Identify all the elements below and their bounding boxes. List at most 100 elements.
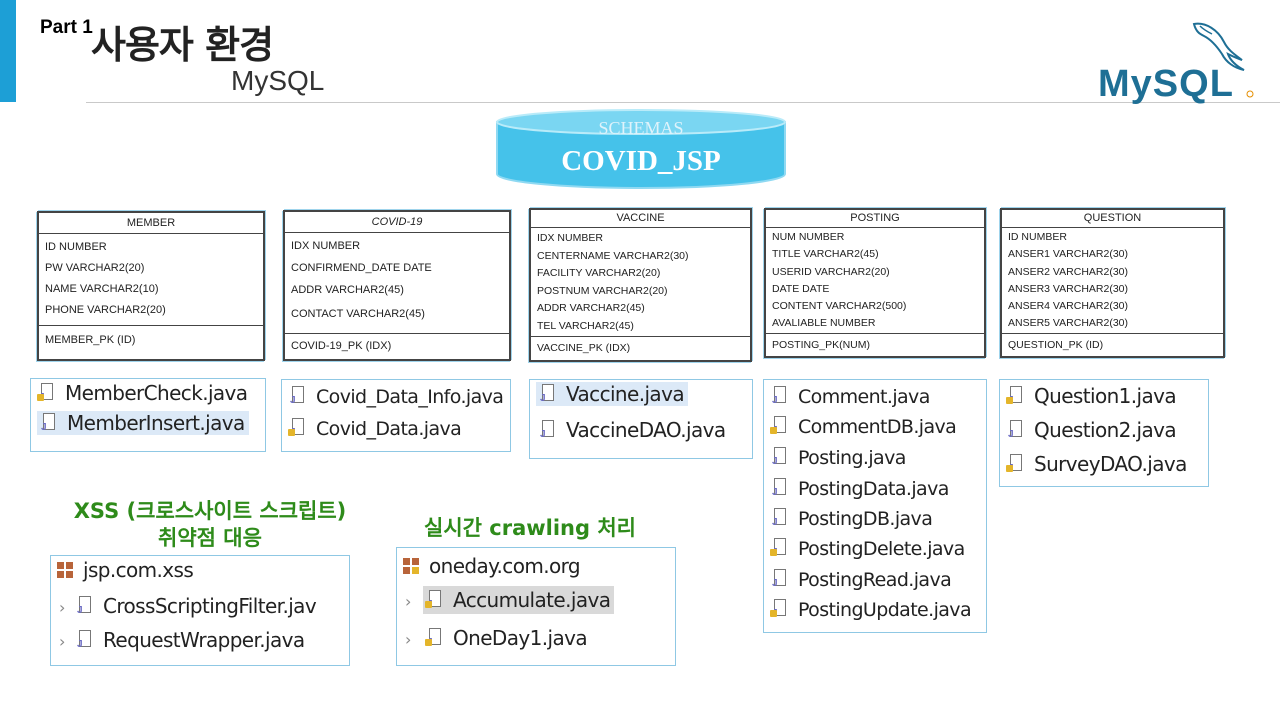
java-file-icon: J (540, 384, 558, 404)
table-key: COVID-19_PK (IDX) (285, 333, 509, 358)
package-name: oneday.com.org (429, 554, 581, 578)
xss-caption-line2: 취약점 대응 (158, 526, 262, 550)
java-file-icon: J (772, 447, 790, 467)
schema-name: COVID_JSP (561, 145, 721, 177)
xss-caption-line1: XSS (크로스사이트 스크립트) (73, 499, 347, 523)
table-field: ID NUMBER (1008, 231, 1067, 243)
table-key: VACCINE_PK (IDX) (531, 336, 750, 359)
package-icon (403, 558, 421, 576)
table-member: MEMBER ID NUMBER PW VARCHAR2(20) NAME VA… (37, 211, 265, 361)
file-name: CommentDB.java (798, 416, 957, 438)
table-name: MEMBER (39, 213, 263, 234)
file-item[interactable]: J CommentDB.java (770, 416, 957, 438)
file-item[interactable]: J PostingData.java (772, 478, 949, 500)
file-item[interactable]: › JAccumulate.java (405, 586, 615, 614)
page-subtitle: MySQL (231, 65, 325, 96)
file-name: CrossScriptingFilter.jav (103, 594, 317, 618)
file-name: PostingUpdate.java (798, 599, 972, 621)
file-name: MemberCheck.java (65, 381, 248, 405)
table-field: AVALIABLE NUMBER (772, 317, 876, 330)
accent-bar (0, 0, 16, 102)
table-field: CONFIRMEND_DATE DATE (291, 262, 432, 274)
table-field: TITLE VARCHAR2(45) (772, 248, 879, 261)
table-field: ID NUMBER (45, 241, 107, 253)
table-field: ANSER4 VARCHAR2(30) (1008, 300, 1129, 313)
logo-text: MySQL (1098, 63, 1234, 104)
table-field: CENTERNAME VARCHAR2(30) (537, 249, 689, 262)
table-name: COVID-19 (285, 212, 509, 233)
header-divider (86, 102, 1280, 103)
file-item[interactable]: ›JOneDay1.java (405, 626, 591, 650)
java-file-icon: J (1006, 386, 1026, 406)
file-name: PostingData.java (798, 478, 949, 500)
table-key: QUESTION_PK (ID) (1002, 333, 1223, 356)
java-file-icon: J (1006, 454, 1026, 474)
java-file-icon: J (772, 478, 790, 498)
table-posting: POSTING NUM NUMBER TITLE VARCHAR2(45) US… (764, 208, 986, 358)
chevron-right-icon[interactable]: › (405, 592, 411, 611)
part-label: Part 1 (40, 17, 93, 38)
file-name: VaccineDAO.java (566, 418, 726, 442)
java-file-icon: J (772, 508, 790, 528)
table-field: IDX NUMBER (291, 240, 361, 252)
crawl-caption: 실시간 crawling 처리 (424, 516, 636, 540)
file-item[interactable]: J PostingDB.java (772, 508, 933, 530)
schema-cylinder (496, 109, 786, 189)
file-item[interactable]: J MemberCheck.java (37, 381, 248, 405)
table-field: NAME VARCHAR2(10) (45, 283, 159, 295)
table-question: QUESTION ID NUMBER ANSER1 VARCHAR2(30) A… (1000, 208, 1225, 358)
java-file-icon: J (772, 569, 790, 589)
java-file-icon: J (37, 383, 57, 403)
page-title: 사용자 환경 (91, 23, 274, 67)
file-name: Posting.java (798, 447, 906, 469)
table-field: DATE DATE (772, 282, 830, 295)
chevron-right-icon[interactable]: › (405, 630, 411, 649)
file-item[interactable]: JQuestion1.java (1006, 384, 1177, 408)
file-item[interactable]: J Posting.java (772, 447, 906, 469)
file-item-selected[interactable]: JAccumulate.java (423, 586, 615, 614)
table-field: USERID VARCHAR2(20) (772, 265, 890, 278)
chevron-right-icon[interactable]: › (59, 598, 65, 617)
table-field: ANSER3 VARCHAR2(30) (1008, 282, 1129, 295)
file-name: Covid_Data.java (316, 418, 462, 440)
table-field: CONTENT VARCHAR2(500) (772, 300, 907, 313)
package-name: jsp.com.xss (83, 558, 194, 582)
table-field: ANSER2 VARCHAR2(30) (1008, 265, 1129, 278)
table-vaccine: VACCINE IDX NUMBER CENTERNAME VARCHAR2(3… (529, 208, 752, 362)
java-file-icon: J (77, 630, 95, 650)
file-name: Covid_Data_Info.java (316, 386, 504, 408)
java-file-icon: J (1008, 420, 1026, 440)
file-item[interactable]: JPostingUpdate.java (770, 599, 972, 621)
package-item[interactable]: jsp.com.xss (57, 558, 194, 582)
mysql-logo: MySQL (1098, 22, 1254, 104)
xss-caption: XSS (크로스사이트 스크립트) 취약점 대응 (40, 498, 380, 552)
java-file-icon: J (772, 386, 790, 406)
table-key: MEMBER_PK (ID) (39, 325, 263, 354)
table-field: PHONE VARCHAR2(20) (45, 304, 166, 316)
java-file-icon: J (770, 538, 790, 558)
table-field: ADDR VARCHAR2(45) (291, 284, 404, 296)
java-file-icon: J (770, 416, 790, 436)
chevron-right-icon[interactable]: › (59, 632, 65, 651)
package-icon (57, 562, 75, 580)
table-name: VACCINE (531, 210, 750, 228)
file-item[interactable]: JPostingDelete.java (770, 538, 965, 560)
package-item[interactable]: oneday.com.org (403, 554, 581, 578)
java-file-icon: J (425, 628, 445, 648)
file-item[interactable]: JSurveyDAO.java (1006, 452, 1187, 476)
file-name: PostingDB.java (798, 508, 933, 530)
